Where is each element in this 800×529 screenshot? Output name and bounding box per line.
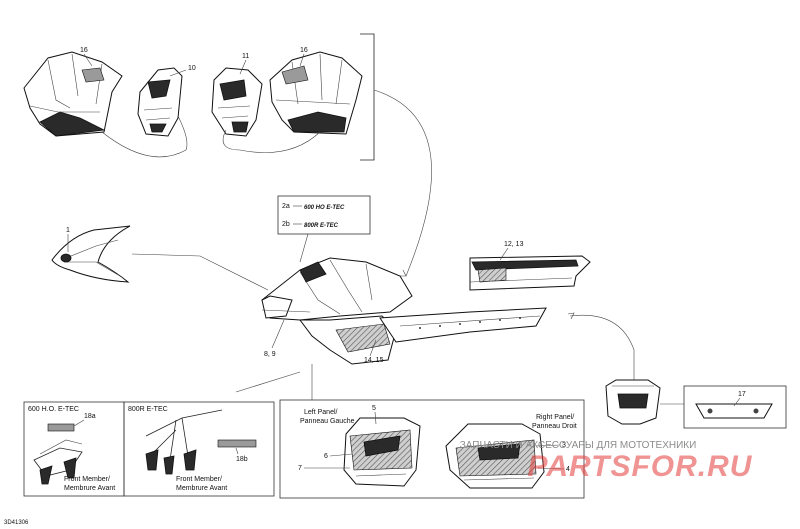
leader-16-left <box>83 53 93 67</box>
inset-600-caption-1: Front Member/ <box>64 476 110 483</box>
figure-code: 3D41306 <box>4 520 29 526</box>
watermark-brand: PARTSFOR.RU <box>528 450 753 483</box>
right-panel-label-2: Panneau Droit <box>532 423 577 430</box>
leader-12-13 <box>499 247 509 261</box>
nose-piece-part <box>51 225 131 283</box>
tunnel-decal-part <box>469 255 591 291</box>
callout-6: 6 <box>324 453 328 460</box>
leader-body-to-inset <box>235 371 301 393</box>
callout-12-13: 12, 13 <box>504 241 524 248</box>
callout-2a: 2a <box>282 203 290 210</box>
left-panel-part <box>343 417 421 487</box>
decal-17-box <box>683 385 787 429</box>
inset-800-caption-1: Front Member/ <box>176 476 222 483</box>
front-member-600-part <box>33 423 83 485</box>
inset-600-caption-2: Membrure Avant <box>64 485 115 492</box>
callout-16-right: 16 <box>300 47 308 54</box>
leader-18b <box>235 447 239 455</box>
rear-bumper-part <box>605 379 661 425</box>
leader-10 <box>169 69 187 77</box>
decal-box <box>277 195 371 235</box>
callout-3: 3 <box>562 442 566 449</box>
left-panel-label-2: Panneau Gauche <box>300 418 355 425</box>
leader-decal-box <box>299 233 309 263</box>
watermark-tagline: ЗАПЧАСТИ И АКСЕССУАРЫ ДЛЯ МОТОТЕХНИКИ <box>460 440 697 451</box>
left-panel-label-1: Left Panel/ <box>304 409 338 416</box>
decal-18b <box>217 439 257 448</box>
callout-1: 1 <box>66 227 70 234</box>
leader-14-15 <box>369 339 377 357</box>
callout-18b: 18b <box>236 456 248 463</box>
leader-bumper-to-tunnel <box>569 314 635 380</box>
side-panel-left-part <box>23 51 123 137</box>
group-bracket <box>360 33 375 161</box>
callout-4: 4 <box>566 466 570 473</box>
decal-2a-text: 600 HO E-TEC <box>304 205 345 211</box>
leader-18a <box>73 419 85 427</box>
leader-nose-to-hood <box>131 253 269 291</box>
arrowhead-bracket <box>400 269 407 277</box>
leader-4 <box>537 467 565 470</box>
inset-800-box <box>123 401 275 497</box>
side-vent-left-part <box>137 67 183 137</box>
link-curve-left <box>101 115 188 158</box>
callout-14-15: 14, 15 <box>364 357 384 364</box>
nose-logo-mark <box>60 253 72 263</box>
rear-decal-17-part <box>695 403 773 419</box>
leader-6 <box>329 453 353 457</box>
side-panel-right-part <box>269 51 363 135</box>
right-panel-label-1: Right Panel/ <box>536 414 574 421</box>
leader-16-right <box>299 53 305 67</box>
inset-600-title: 600 H.O. E-TEC <box>28 406 79 413</box>
callout-11: 11 <box>242 53 249 60</box>
leader-17 <box>733 397 741 407</box>
callout-10: 10 <box>188 65 196 72</box>
leader-5 <box>374 411 377 425</box>
callout-7: 7 <box>298 465 302 472</box>
inset-800-title: 800R E-TEC <box>128 406 168 413</box>
callout-2b: 2b <box>282 221 290 228</box>
callout-17: 17 <box>738 391 746 398</box>
decal-18a <box>47 423 75 432</box>
callout-8-9: 8, 9 <box>264 351 276 358</box>
decal-2b-text: 800R E-TEC <box>304 223 339 229</box>
front-member-800-part <box>145 409 257 475</box>
arrowhead-bumper <box>567 312 575 320</box>
snowmobile-body-part <box>261 257 547 365</box>
callout-16-left: 16 <box>80 47 88 54</box>
inset-panels-box <box>279 399 585 499</box>
leader-11 <box>239 59 247 75</box>
leader-8-9 <box>271 319 285 349</box>
side-vent-right-part <box>211 67 263 137</box>
leader-bracket-to-hood <box>373 89 432 277</box>
inset-800-caption-2: Membrure Avant <box>176 485 227 492</box>
callout-5: 5 <box>372 405 376 412</box>
link-curve-right <box>222 129 321 153</box>
callout-18a: 18a <box>84 413 96 420</box>
right-panel-part <box>445 423 545 489</box>
leader-3 <box>535 444 561 447</box>
